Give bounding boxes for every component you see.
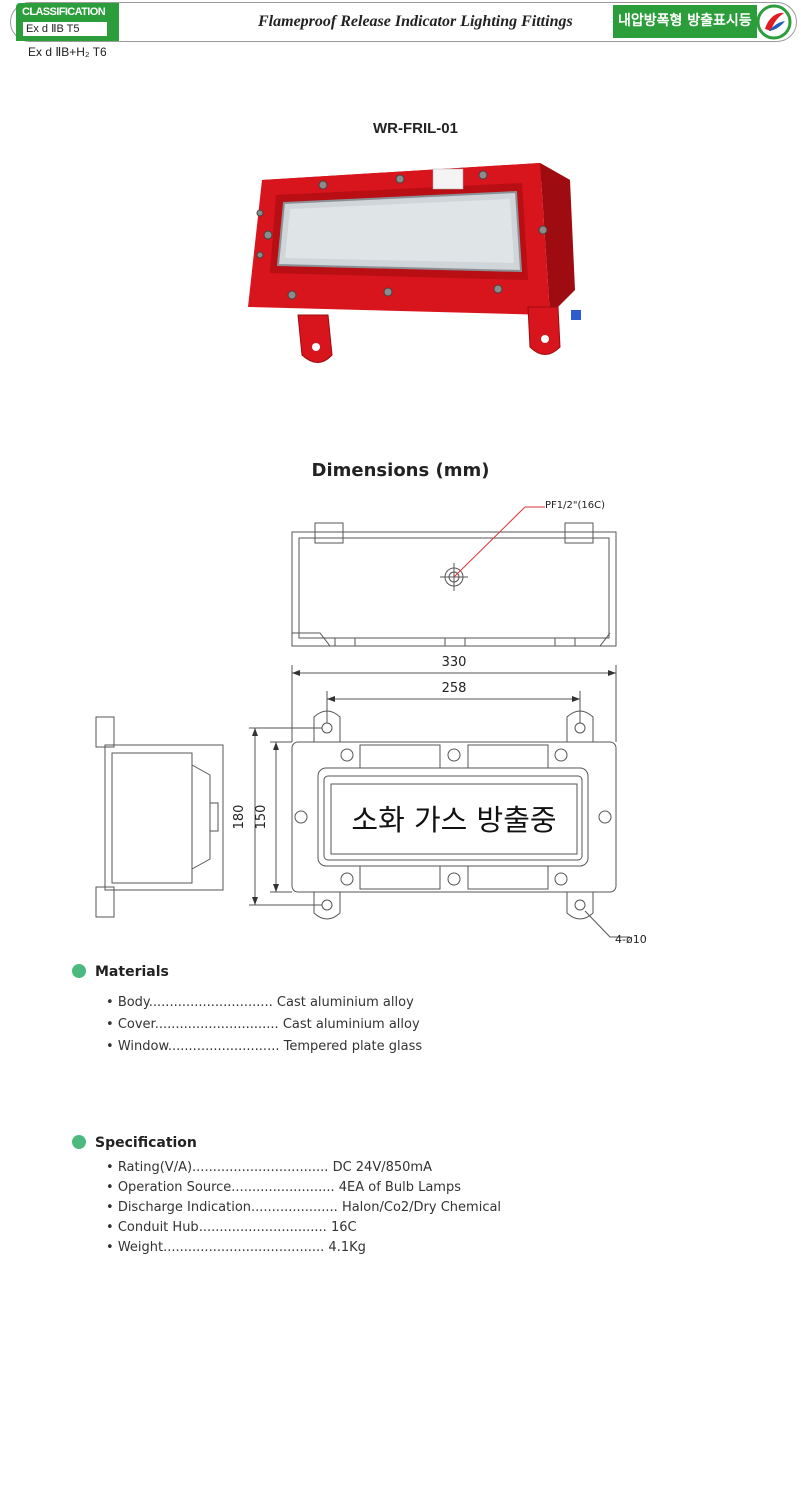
hole-label: 4-ø10 <box>615 933 647 946</box>
classification-value: Ex d ⅡB T5 <box>23 22 107 36</box>
dim-width-outer: 330 <box>442 655 467 670</box>
dimension-drawing: PF1/2"(16C) 330 258 180 150 소화 가스 방출중 4-… <box>95 500 647 946</box>
page-title-en: Flameproof Release Indicator Lighting Fi… <box>258 13 573 30</box>
list-item: Body.............................. Cast … <box>106 994 422 1016</box>
conduit-label: PF1/2"(16C) <box>545 500 605 511</box>
dimensions-title: Dimensions (mm) <box>311 460 490 481</box>
list-item: Rating(V/A).............................… <box>106 1159 501 1179</box>
page-title-kr: 내압방폭형 방출표시등 <box>613 5 757 38</box>
bullet-circle-icon <box>72 1135 86 1149</box>
dim-width-inner: 258 <box>442 681 467 696</box>
model-number: WR-FRIL-01 <box>373 120 458 137</box>
materials-heading: Materials <box>72 964 169 980</box>
classification-sub: Ex d ⅡB+H₂ T6 <box>28 45 107 59</box>
list-item: Operation Source........................… <box>106 1179 501 1199</box>
dim-height-outer: 180 <box>232 805 247 830</box>
list-item: Window........................... Temper… <box>106 1038 422 1060</box>
classification-label: CLASSIFICATION <box>22 6 106 18</box>
materials-list: Body.............................. Cast … <box>106 994 422 1060</box>
list-item: Cover.............................. Cast… <box>106 1016 422 1038</box>
specification-list: Rating(V/A).............................… <box>106 1159 501 1259</box>
bullet-circle-icon <box>72 964 86 978</box>
display-text: 소화 가스 방출중 <box>351 803 556 837</box>
list-item: Weight..................................… <box>106 1239 501 1259</box>
dim-height-inner: 150 <box>254 805 269 830</box>
specification-heading: Specification <box>72 1135 197 1151</box>
list-item: Discharge Indication....................… <box>106 1199 501 1219</box>
brand-logo-icon <box>756 4 792 40</box>
product-photo <box>248 163 581 363</box>
list-item: Conduit Hub.............................… <box>106 1219 501 1239</box>
